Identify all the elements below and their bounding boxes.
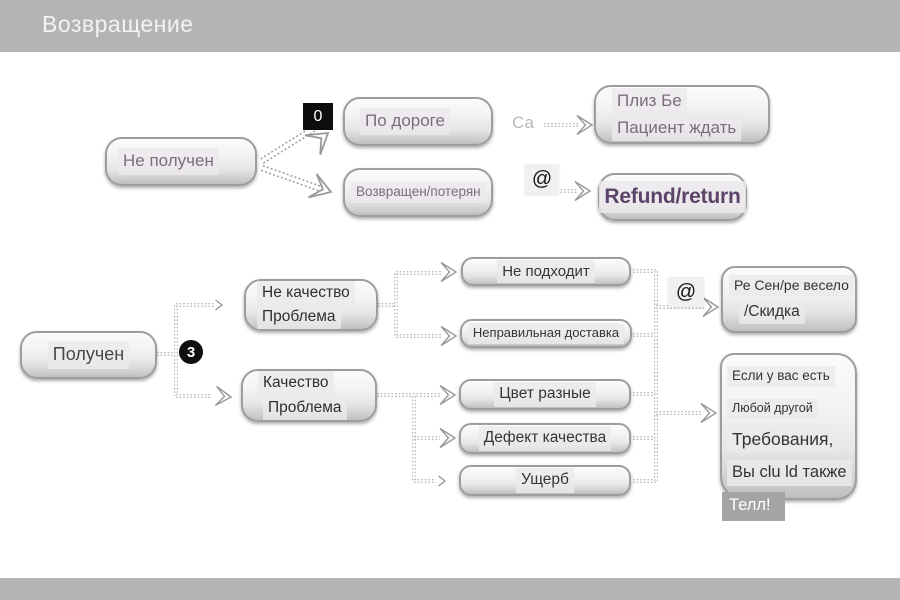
note-line4: Вы clu ld также xyxy=(727,460,852,486)
node-label-line1: Качество xyxy=(258,371,334,396)
at-symbol-bottom: @ xyxy=(668,277,704,307)
header-bar: Возвращение xyxy=(0,0,900,52)
node-label: Дефект качества xyxy=(478,426,612,451)
node-label: Refund/return xyxy=(599,180,746,214)
node-label-line2: Проблема xyxy=(263,395,347,420)
at-symbol-top: @ xyxy=(525,164,559,194)
node-label-line2: Пациент ждать xyxy=(612,114,742,141)
node-damage: Ущерб xyxy=(459,465,631,496)
note-line1: Если у вас есть xyxy=(727,366,835,387)
node-on-the-way: По дороге xyxy=(343,97,493,146)
node-other-requirements-note: Если у вас есть Любой другой Требования,… xyxy=(720,353,857,521)
node-please-wait: Плиз Бе Пациент ждать xyxy=(594,85,770,144)
node-label-line2: Проблема xyxy=(257,305,341,330)
node-quality-problem: Качество Проблема xyxy=(241,369,377,422)
note-line5: Телл! xyxy=(722,491,785,521)
node-not-quality-problem: Не качество Проблема xyxy=(244,279,378,331)
node-colors-different: Цвет разные xyxy=(459,379,631,410)
footer-bar xyxy=(0,578,900,600)
zero-badge-text: 0 xyxy=(313,107,323,125)
node-label: Не подходит xyxy=(497,259,595,284)
step-3-badge-text: 3 xyxy=(186,343,196,361)
node-label: Не получен xyxy=(118,148,219,175)
node-wrong-delivery: Неправильная доставка xyxy=(460,319,632,348)
node-label: Ущерб xyxy=(516,468,574,493)
node-label: Получен xyxy=(47,341,130,369)
node-received: Получен xyxy=(20,331,157,379)
node-not-received: Не получен xyxy=(105,137,257,186)
node-label: Цвет разные xyxy=(494,382,596,407)
node-label-line1: Плиз Бе xyxy=(612,88,687,115)
node-label-line2: /Скидка xyxy=(739,299,805,324)
node-label: По дороге xyxy=(360,108,450,135)
at-symbol-text: @ xyxy=(531,167,553,190)
node-label-line1: Не качество xyxy=(257,280,355,305)
node-quality-defect: Дефект качества xyxy=(459,423,631,454)
at-symbol-text: @ xyxy=(675,280,697,303)
node-label-line1: Ре Сен/ре весело xyxy=(729,275,854,297)
page-title: Возвращение xyxy=(42,11,194,37)
note-line2: Любой другой xyxy=(727,398,818,419)
node-returned-lost: Возвращен/потерян xyxy=(343,168,493,217)
step-3-badge: 3 xyxy=(179,340,203,364)
node-resend-discount: Ре Сен/ре весело /Скидка xyxy=(721,266,857,333)
zero-badge: 0 xyxy=(303,103,333,130)
node-label: Возвращен/потерян xyxy=(351,182,486,203)
node-not-fit: Не подходит xyxy=(461,257,631,286)
note-line3: Требования, xyxy=(727,426,839,454)
node-refund-return: Refund/return xyxy=(598,173,747,221)
ca-label: Са xyxy=(512,113,534,132)
node-label: Неправильная доставка xyxy=(467,323,625,344)
